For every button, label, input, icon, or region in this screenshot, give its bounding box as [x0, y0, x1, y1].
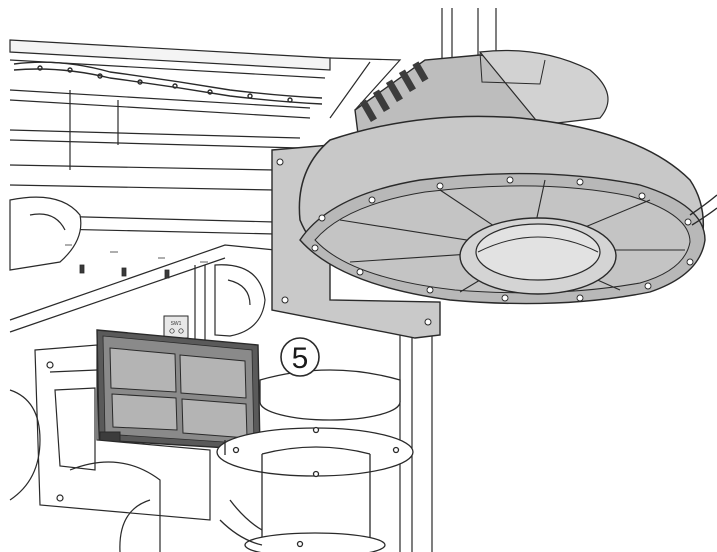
- step-callout: 5: [280, 337, 320, 377]
- air-filter: [96, 329, 261, 451]
- step-number: 5: [292, 342, 309, 375]
- switch-label-plate: SW1: [163, 315, 189, 339]
- left-duct: [9, 196, 266, 337]
- inducer-cylinder: [216, 369, 414, 552]
- blower-assembly: [271, 8, 717, 339]
- lower-housing: [9, 344, 211, 552]
- top-rail: [13, 61, 323, 105]
- switch-label-text: SW1: [171, 321, 182, 327]
- bracket-clips: [65, 244, 208, 279]
